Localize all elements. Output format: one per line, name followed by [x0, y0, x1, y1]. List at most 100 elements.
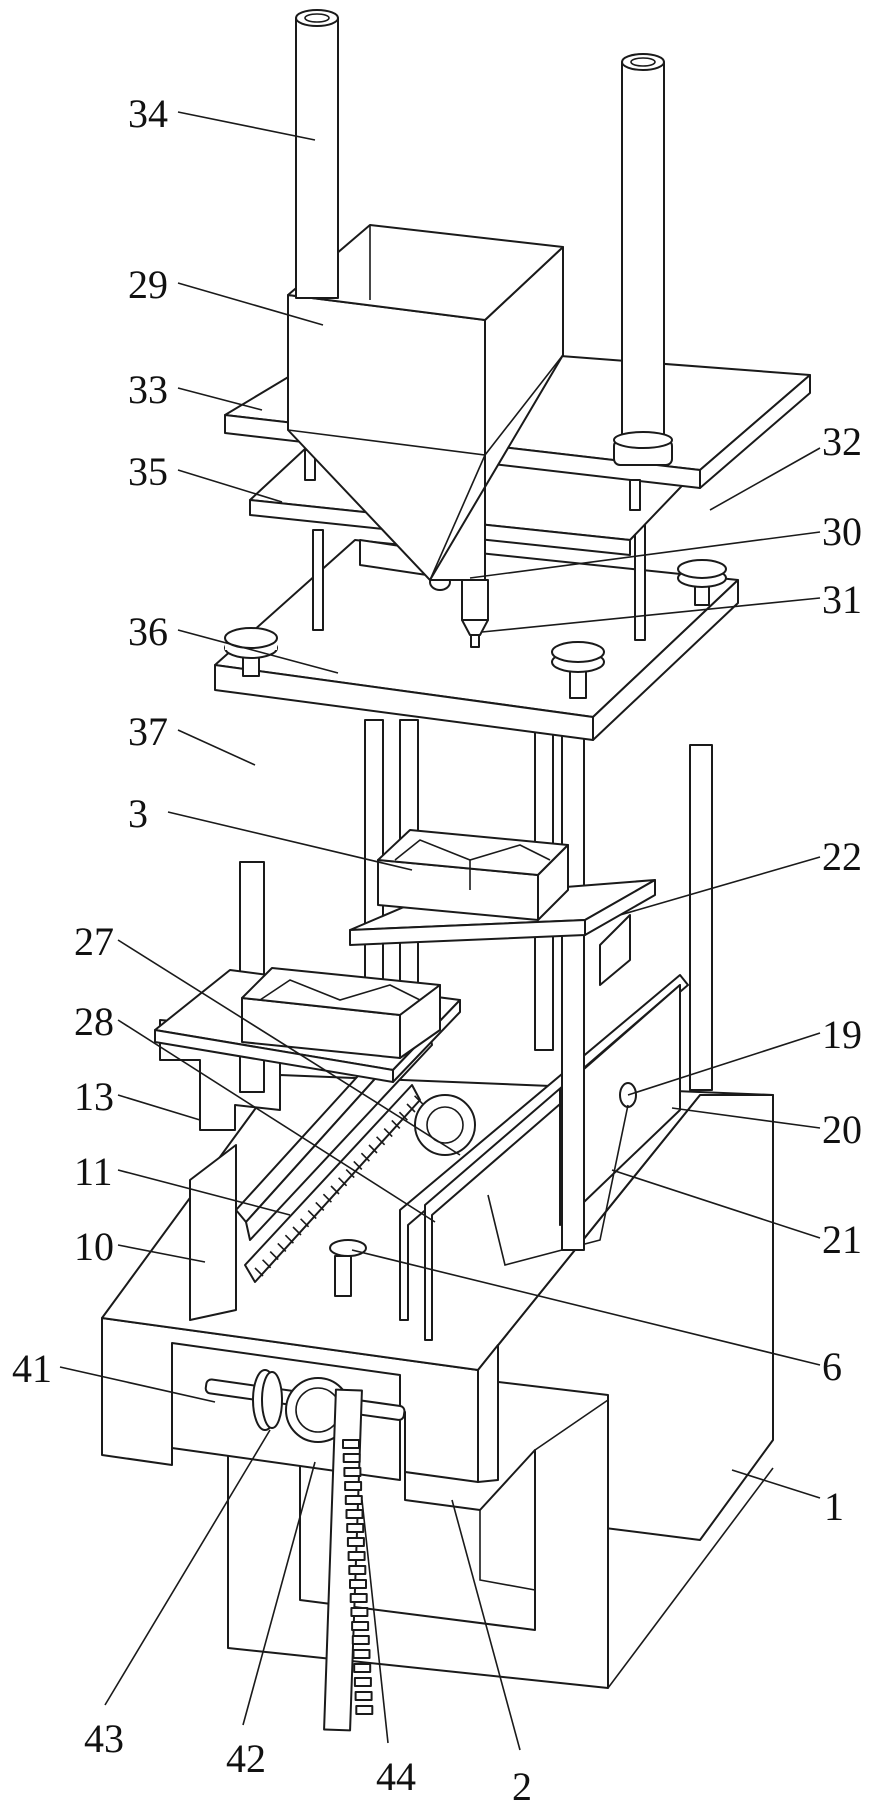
rack-tooth: [344, 1495, 363, 1505]
rack-tooth: [349, 1579, 367, 1589]
label-27: 27: [74, 919, 114, 964]
leader-34: [177, 111, 316, 141]
leader-41: [59, 1366, 216, 1403]
hopper-29: [287, 224, 564, 581]
rack-tooth: [348, 1565, 367, 1575]
leader-30: [469, 531, 821, 579]
label-2: 2: [512, 1764, 532, 1809]
rack-tooth: [391, 1119, 401, 1129]
bolt-6: [329, 1239, 367, 1257]
label-37: 37: [128, 709, 168, 754]
rack-tooth: [292, 1226, 302, 1236]
rack-tooth: [345, 1509, 364, 1519]
rack-tooth: [349, 1593, 368, 1603]
leader-21: [611, 1169, 821, 1239]
label-36: 36: [128, 609, 168, 654]
label-19: 19: [822, 1012, 862, 1057]
rack-tooth: [351, 1621, 370, 1631]
rack-tooth: [284, 1234, 294, 1244]
leader-3: [167, 811, 413, 871]
label-29: 29: [128, 262, 168, 307]
label-28: 28: [74, 999, 114, 1044]
leader-37: [177, 729, 256, 766]
leader-22: [619, 856, 821, 916]
nozzle-31: [461, 579, 489, 648]
leader-31: [481, 597, 821, 633]
label-35: 35: [128, 449, 168, 494]
rack-tooth: [353, 1160, 363, 1170]
rack-tooth: [342, 1453, 361, 1463]
leader-29: [177, 282, 324, 326]
label-33: 33: [128, 367, 168, 412]
knob: [224, 627, 278, 677]
rack-tooth: [346, 1537, 365, 1547]
rack-tooth: [347, 1551, 366, 1561]
label-41: 41: [12, 1346, 52, 1391]
label-22: 22: [822, 834, 862, 879]
mold-3: [377, 829, 569, 921]
rack-tooth: [330, 1185, 340, 1195]
lower-channel: [159, 974, 689, 1341]
leader-10: [117, 1244, 206, 1263]
leader-11: [117, 1169, 291, 1216]
rack-tooth: [315, 1201, 325, 1211]
rack-tooth: [376, 1136, 386, 1146]
leader-35: [177, 469, 283, 503]
rack-tooth: [338, 1177, 348, 1187]
rack-tooth: [353, 1663, 372, 1673]
rack-tooth: [383, 1128, 393, 1138]
rack-tooth: [343, 1467, 362, 1477]
rack-tooth: [322, 1193, 332, 1203]
leader-27: [117, 939, 461, 1156]
rack-tooth: [345, 1169, 355, 1179]
leader-20: [671, 1107, 821, 1129]
plate-10: [189, 1144, 237, 1321]
rack-tooth: [355, 1705, 374, 1715]
label-43: 43: [84, 1716, 124, 1761]
rack-tooth: [342, 1439, 360, 1449]
rack-tooth: [353, 1677, 372, 1687]
rack-tooth: [406, 1103, 416, 1113]
label-31: 31: [822, 577, 862, 622]
rack-tooth: [354, 1691, 373, 1701]
leader-32: [709, 447, 821, 511]
rack-tooth: [300, 1218, 310, 1228]
rack-tooth: [351, 1635, 370, 1645]
label-10: 10: [74, 1224, 114, 1269]
leader-44: [361, 1499, 389, 1744]
cylinder-34-right: [613, 53, 673, 466]
drive-assembly: [204, 1369, 406, 1732]
label-42: 42: [226, 1736, 266, 1781]
rack-tooth: [398, 1111, 408, 1121]
label-13: 13: [74, 1074, 114, 1119]
leader-13: [117, 1094, 201, 1121]
label-30: 30: [822, 509, 862, 554]
label-6: 6: [822, 1344, 842, 1389]
rack-tooth: [360, 1152, 370, 1162]
label-34: 34: [128, 91, 168, 136]
rack-tooth: [307, 1210, 317, 1220]
leader-36: [177, 629, 339, 674]
lift-plate-22: [349, 879, 656, 986]
leader-28: [117, 1019, 436, 1223]
leader-1: [731, 1469, 821, 1499]
leader-19: [627, 1032, 821, 1096]
label-32: 32: [822, 419, 862, 464]
rack-tooth: [269, 1251, 279, 1261]
label-11: 11: [74, 1149, 113, 1194]
lower-table: [154, 967, 461, 1083]
label-1: 1: [824, 1484, 844, 1529]
label-3: 3: [128, 791, 148, 836]
leader-42: [242, 1461, 316, 1726]
cylinder-34-left: [295, 9, 339, 299]
leader-43: [104, 1429, 271, 1706]
base-body: [101, 1074, 774, 1689]
rack-tooth: [414, 1095, 424, 1105]
rack-tooth: [352, 1649, 371, 1659]
rack-28: [244, 1084, 421, 1283]
rack-tooth: [262, 1259, 272, 1269]
rack-tooth: [254, 1267, 264, 1277]
label-44: 44: [376, 1754, 416, 1799]
leader-6: [351, 1249, 821, 1366]
